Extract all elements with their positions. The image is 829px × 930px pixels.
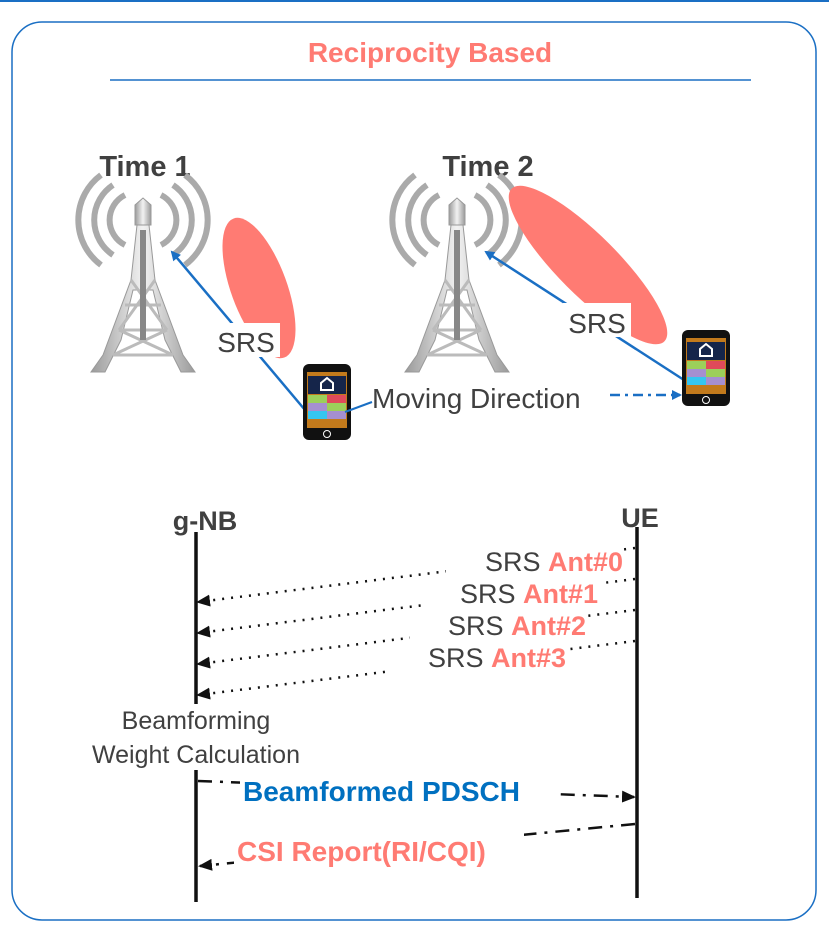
frame [11,21,817,921]
title: Reciprocity Based [308,37,552,68]
srs-ant1-label: SRS Ant#1 [460,579,598,609]
calc-label-line1: Beamforming [122,707,271,735]
pdsch-label: Beamformed PDSCH [243,776,520,807]
srs-ant2-label: SRS Ant#2 [448,611,586,641]
srs-ant3-label: SRS Ant#3 [428,643,566,673]
gnb-label: g-NB [173,506,237,536]
srs-ant0-label: SRS Ant#0 [485,547,623,577]
tower-icon [392,175,521,372]
csi-report-label: CSI Report(RI/CQI) [237,836,486,867]
time1-label: Time 1 [99,151,190,183]
phone-icon [681,329,731,407]
time2-label: Time 2 [442,151,533,183]
moving-arrow-tail [344,401,373,413]
tower-icon [78,175,207,372]
moving-direction-label: Moving Direction [372,383,581,414]
srs-label-time1: SRS [217,327,275,358]
phone-icon [302,363,352,441]
ue-label: UE [621,503,659,533]
srs-label-time2: SRS [568,308,626,339]
calc-label-line2: Weight Calculation [92,741,300,769]
